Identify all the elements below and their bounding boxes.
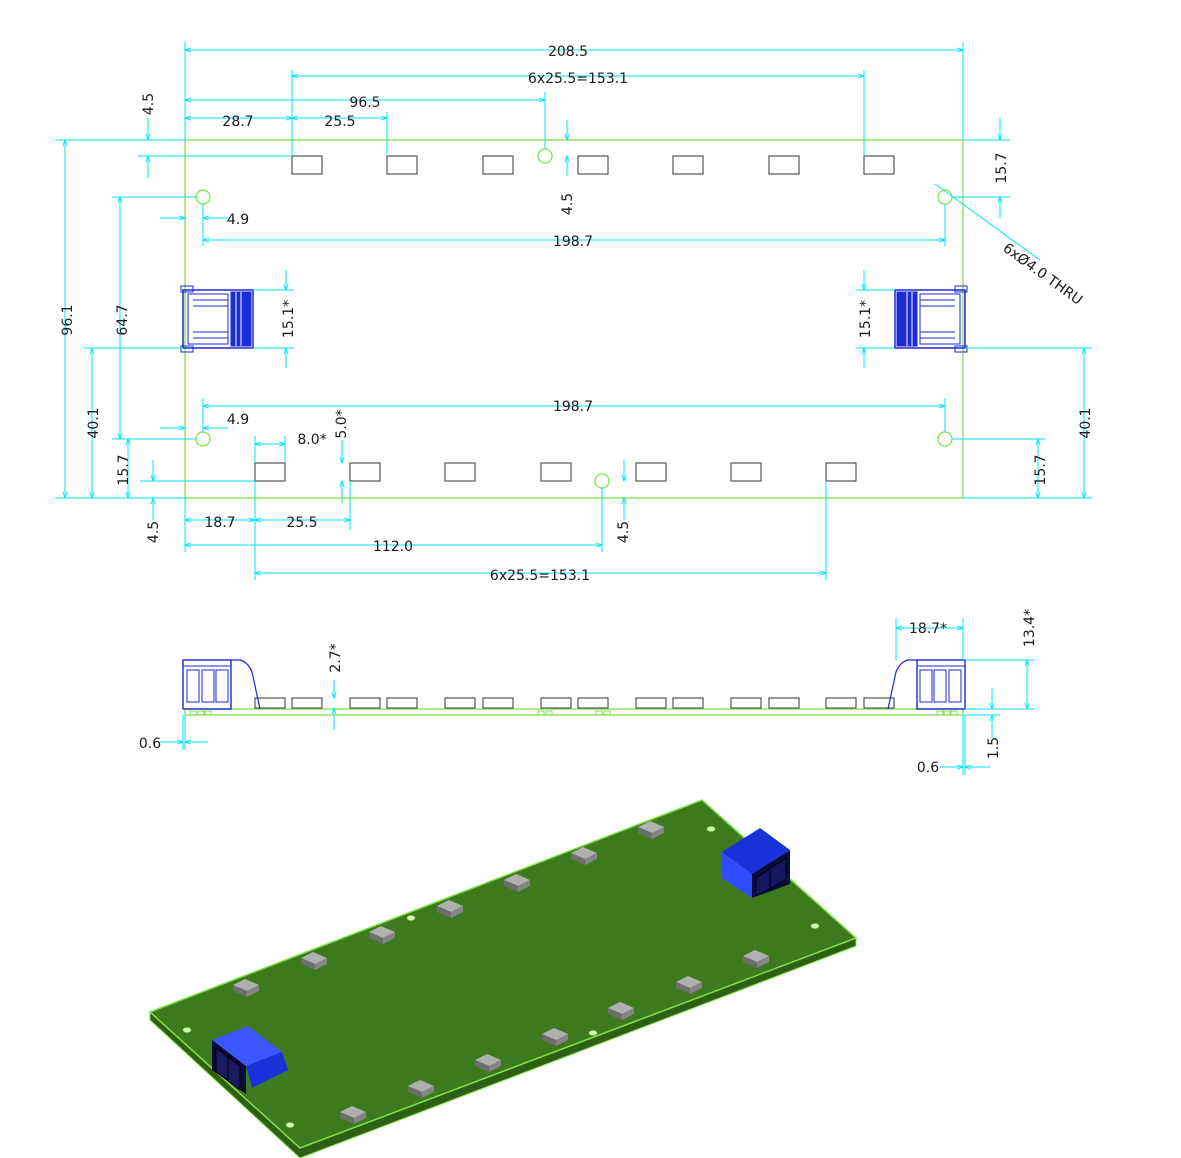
- side-chips: [254, 697, 895, 709]
- top-view-labels: 208.5 6x25.5=153.1 96.5 28.7 25.5 4.5 4.…: [60, 44, 1094, 584]
- pad: [672, 155, 704, 175]
- pad: [863, 155, 895, 175]
- pad: [482, 155, 514, 175]
- dim-top-first-pad: 96.5: [349, 95, 380, 111]
- pad: [768, 155, 800, 175]
- dim-top-hole-offset: 4.5: [560, 193, 576, 215]
- hole: [537, 148, 553, 164]
- pad: [635, 462, 667, 482]
- iso-connector-left: [212, 1026, 288, 1094]
- left-connector-top: [180, 285, 254, 353]
- dim-hole-span-top: 198.7: [553, 234, 593, 250]
- dim-pad-height: 5.0*: [334, 409, 350, 438]
- dim-connector-height: 13.4*: [1022, 609, 1038, 647]
- pad: [349, 462, 381, 482]
- dim-bottom-right-height: 15.7: [1033, 454, 1049, 485]
- pad: [825, 462, 857, 482]
- dim-right-connector-offset: 40.1: [1078, 407, 1094, 438]
- dim-bottom-left-offset: 18.7: [204, 515, 235, 531]
- board-side-pads: [189, 710, 958, 716]
- dim-bottom-left-height: 15.7: [116, 454, 132, 485]
- left-connector-side: [182, 659, 261, 710]
- dim-left-connector-offset: 40.1: [86, 407, 102, 438]
- dim-bottom-pitch-single: 25.5: [286, 515, 317, 531]
- dim-bottom-pitch: 6x25.5=153.1: [490, 568, 590, 584]
- dim-hole-span-bottom: 198.7: [553, 399, 593, 415]
- side-view: 2.7* 18.7* 13.4* 0.6 0.6 1.5: [139, 609, 1038, 776]
- dim-connector-length: 18.7*: [909, 621, 947, 637]
- dim-left-overhang: 0.6: [139, 736, 161, 752]
- dim-right-connector-height: 15.1*: [858, 300, 874, 338]
- side-view-dimensions: [160, 618, 1035, 775]
- dim-bottom-edge-margin: 4.5: [146, 521, 162, 543]
- pad: [540, 462, 572, 482]
- hole: [195, 431, 211, 447]
- dim-top-pitch: 6x25.5=153.1: [528, 71, 628, 87]
- side-view-labels: 2.7* 18.7* 13.4* 0.6 0.6 1.5: [139, 609, 1038, 776]
- iso-holes: [182, 826, 820, 1128]
- hole: [594, 473, 610, 489]
- board-outline-top: [184, 139, 964, 499]
- dim-hole-inset-bottom: 4.9: [227, 412, 249, 428]
- hole: [195, 189, 211, 205]
- dim-pad-width: 8.0*: [297, 432, 326, 448]
- dim-component-height: 2.7*: [328, 643, 344, 672]
- top-view-dimensions: [55, 42, 1092, 580]
- right-connector-side: [887, 659, 966, 710]
- dim-top-right-height: 15.7: [994, 152, 1010, 183]
- dim-bottom-center-hole: 112.0: [373, 539, 413, 555]
- iso-board-top: [148, 799, 858, 1149]
- pad: [291, 155, 323, 175]
- dim-overall-height: 96.1: [60, 304, 76, 335]
- iso-bottom-chips: [340, 950, 769, 1124]
- pad: [254, 462, 286, 482]
- dim-hole-inset-top: 4.9: [227, 212, 249, 228]
- pad: [386, 155, 418, 175]
- dim-right-overhang: 0.6: [917, 760, 939, 776]
- hole-callout: 6xØ4.0 THRU: [1000, 240, 1085, 308]
- iso-connector-right: [722, 828, 790, 898]
- bottom-pad-row: [254, 462, 857, 482]
- dim-top-pitch-single: 25.5: [324, 114, 355, 130]
- hole: [937, 189, 953, 205]
- dim-left-connector-height: 15.1*: [281, 300, 297, 338]
- dim-top-left-offset: 28.7: [222, 114, 253, 130]
- dim-board-thickness: 1.5: [986, 737, 1002, 759]
- top-pad-row: [291, 155, 895, 175]
- pad: [730, 462, 762, 482]
- hole: [937, 431, 953, 447]
- dim-hole-row-height: 64.7: [115, 304, 131, 335]
- pad: [444, 462, 476, 482]
- isometric-view: [148, 799, 858, 1158]
- dim-top-edge-margin: 4.5: [141, 93, 157, 115]
- right-connector-top: [894, 285, 968, 353]
- pad: [577, 155, 609, 175]
- dim-overall-width: 208.5: [548, 44, 588, 60]
- iso-top-chips: [233, 821, 664, 997]
- board-side: [184, 708, 964, 716]
- dim-bottom-hole-offset: 4.5: [616, 521, 632, 543]
- top-view: 208.5 6x25.5=153.1 96.5 28.7 25.5 4.5 4.…: [55, 42, 1094, 584]
